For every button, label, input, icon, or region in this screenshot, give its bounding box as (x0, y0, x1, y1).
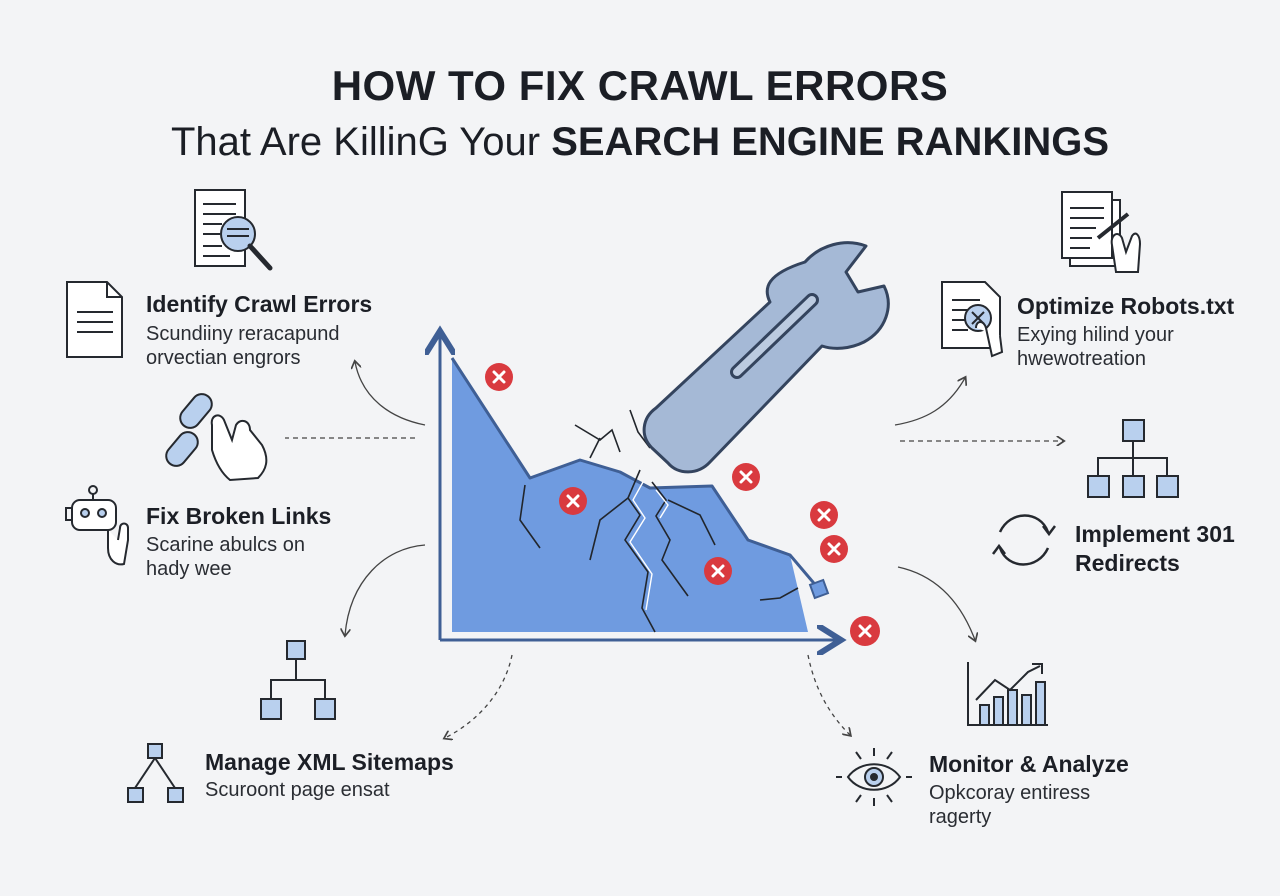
step-robots-title: Optimize Robots.txt (1017, 293, 1235, 319)
document-settings-icon (941, 281, 1004, 358)
title-line-2-bold: SEARCH ENGINE RANKINGS (551, 120, 1110, 164)
robot-hand-icon (65, 485, 129, 566)
step-identify-desc-2: orvectian engrors (146, 347, 301, 369)
document-icon (66, 281, 123, 358)
step-monitor-desc-1: Opkcoray entiress (929, 782, 1091, 804)
step-identify-desc-1: Scundiiny reracapund (146, 323, 340, 345)
step-links-desc-1: Scarine abulcs on (146, 534, 305, 556)
step-robots-desc-1: Exying hilind your (1017, 324, 1174, 346)
step-redirects-title-1: Implement 301 (1075, 521, 1235, 547)
broken-link-hand-icon (165, 393, 268, 482)
step-robots-desc-2: hwewotreation (1017, 348, 1146, 370)
error-badges (485, 363, 880, 646)
growth-chart-icon (967, 662, 1048, 726)
title-line-2-normal: That Are KillinG Your (170, 120, 552, 164)
document-edit-icon (1061, 191, 1142, 273)
step-sitemaps-title: Manage XML Sitemaps (205, 749, 454, 775)
hierarchy-icon (1087, 419, 1179, 498)
step-identify-title: Identify Crawl Errors (146, 291, 373, 317)
refresh-arrows-icon (992, 514, 1056, 566)
title-line-2: That Are KillinG Your SEARCH ENGINE RANK… (0, 120, 1280, 165)
title-line-1: HOW TO FIX CRAWL ERRORS (331, 62, 949, 109)
sitemap-tree-icon (260, 640, 336, 720)
sitemap-small-icon (127, 743, 184, 803)
step-sitemaps-desc-1: Scuroont page ensat (205, 779, 390, 801)
step-monitor-desc-2: ragerty (929, 806, 992, 828)
step-links-title: Fix Broken Links (146, 503, 332, 529)
eye-icon (836, 748, 912, 806)
wrench-icon (642, 241, 890, 474)
step-links-desc-2: hady wee (146, 558, 232, 580)
connector-arrows (285, 362, 1063, 738)
step-redirects-title-2: Redirects (1075, 550, 1180, 576)
document-search-icon (194, 189, 273, 271)
step-monitor-title: Monitor & Analyze (929, 751, 1129, 777)
